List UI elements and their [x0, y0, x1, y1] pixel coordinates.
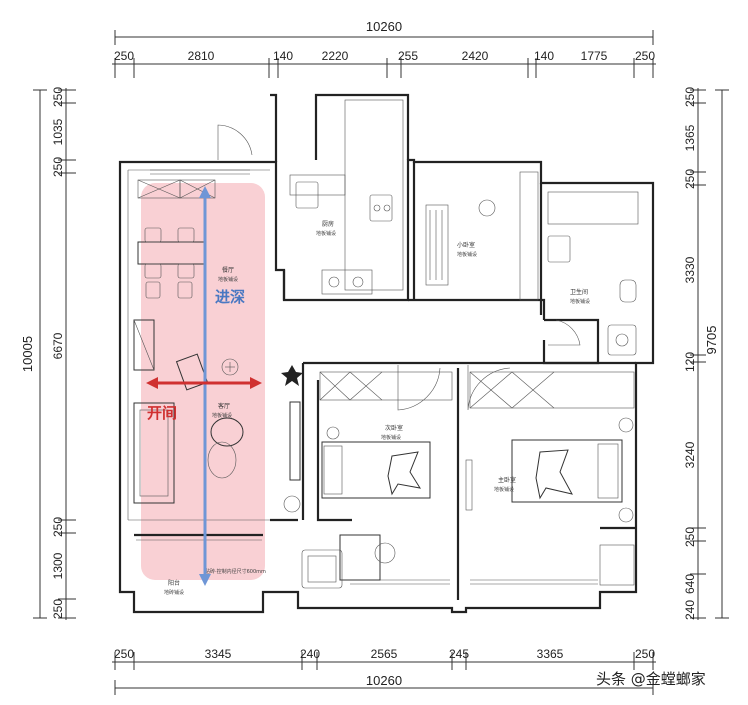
sink [369, 194, 393, 222]
top-dim-8: 250 [635, 49, 655, 63]
kitchen-name: 厨房 [322, 220, 334, 228]
depth-annotation: 进深 [199, 186, 245, 586]
bed-master [511, 439, 623, 503]
wardrobe [425, 204, 449, 286]
sofa [133, 402, 175, 504]
left-dim-1: 1035 [51, 118, 65, 145]
second-bedroom-floor: 地板铺设 [381, 434, 401, 441]
left-dim-2: 250 [51, 157, 65, 177]
bottom-dim-3: 2565 [371, 647, 398, 661]
right-dim-7: 640 [683, 574, 697, 594]
right-total-dimension: 9705 [704, 326, 719, 355]
master-bedroom: 主卧室 地板铺设 [465, 371, 635, 586]
top-total-dimension: 10260 [366, 19, 402, 34]
second-bedroom: 次卧室 地板铺设 [319, 371, 453, 581]
balcony: 阳台 地砖铺设 贴砖·控制内径尺寸600mm [164, 549, 343, 596]
top-dim-6: 140 [534, 49, 554, 63]
desk [339, 534, 381, 581]
doors [217, 124, 581, 411]
bottom-dim-5: 3365 [537, 647, 564, 661]
width-label: 开间 [147, 404, 177, 422]
right-dim-6: 250 [683, 527, 697, 547]
top-dim-0: 250 [114, 49, 134, 63]
left-dim-6: 250 [51, 599, 65, 619]
tv-cabinet [289, 401, 301, 481]
bottom-dim-4: 245 [449, 647, 469, 661]
small-bedroom-name: 小卧室 [457, 241, 475, 249]
right-dim-8: 240 [683, 600, 697, 620]
top-dim-7: 1775 [581, 49, 608, 63]
top-dimensions: 10260 250 2810 140 2220 255 2420 140 177… [112, 19, 656, 78]
kitchen-floor: 地板铺设 [316, 230, 336, 237]
bathroom: 卫生间 地板铺设 [547, 191, 639, 356]
balcony-note: 贴砖·控制内径尺寸600mm [205, 568, 266, 575]
bathroom-name: 卫生间 [570, 288, 588, 296]
dining-room-floor: 地板铺设 [218, 276, 238, 283]
plant-icon [281, 365, 303, 386]
stove [321, 269, 373, 295]
left-dimensions: 10005 250 1035 250 6670 250 1300 250 [20, 87, 76, 620]
bed-2 [321, 441, 431, 499]
bottom-dim-0: 250 [114, 647, 134, 661]
basin [547, 235, 571, 263]
top-dim-4: 255 [398, 49, 418, 63]
bottom-dim-2: 240 [300, 647, 320, 661]
right-dimensions: 250 1365 250 3330 120 3240 250 640 240 9… [683, 87, 729, 620]
bottom-dim-6: 250 [635, 647, 655, 661]
watermark: 头条 @金螳螂家 [596, 670, 706, 688]
left-dim-0: 250 [51, 87, 65, 107]
top-dim-1: 2810 [188, 49, 215, 63]
shower-basin [607, 324, 637, 356]
right-dim-3: 3330 [683, 256, 697, 283]
width-annotation: 开间 [146, 377, 262, 422]
master-bedroom-floor: 地板铺设 [494, 486, 514, 493]
right-dim-1: 1365 [683, 124, 697, 151]
balcony-floor: 地砖铺设 [164, 589, 184, 596]
small-bedroom: 小卧室 地板铺设 [425, 171, 539, 301]
living-room-floor: 地板铺设 [212, 412, 232, 419]
wardrobe-master [469, 371, 635, 409]
left-dim-4: 250 [51, 517, 65, 537]
top-dim-5: 2420 [462, 49, 489, 63]
kitchen: 厨房 地板铺设 [289, 99, 404, 295]
cabinet [133, 319, 155, 371]
second-bedroom-name: 次卧室 [385, 424, 403, 432]
fridge [295, 181, 319, 209]
pillow-2 [387, 451, 422, 496]
wardrobe-2 [319, 371, 453, 401]
bathroom-floor: 地板铺设 [570, 298, 590, 305]
dining-room-name: 餐厅 [222, 266, 234, 274]
bottom-dim-1: 3345 [205, 647, 232, 661]
pillow-master [535, 449, 573, 500]
left-total-dimension: 10005 [20, 336, 35, 372]
top-dim-3: 2220 [322, 49, 349, 63]
right-dim-2: 250 [683, 169, 697, 189]
right-dim-4: 120 [683, 352, 697, 372]
top-dim-2: 140 [273, 49, 293, 63]
bottom-dimensions: 250 3345 240 2565 245 3365 250 10260 [112, 647, 656, 695]
depth-label: 进深 [215, 288, 245, 306]
balcony-name: 阳台 [168, 579, 180, 587]
dining-chairs [144, 227, 195, 299]
armchair [175, 353, 209, 391]
right-dim-0: 250 [683, 87, 697, 107]
toilet [619, 279, 637, 303]
small-bedroom-floor: 地板铺设 [457, 251, 477, 258]
left-dim-5: 1300 [51, 552, 65, 579]
right-dim-5: 3240 [683, 441, 697, 468]
coffee-table [210, 417, 244, 447]
left-dim-3: 6670 [51, 332, 65, 359]
bottom-total-dimension: 10260 [366, 673, 402, 688]
washing-machine [301, 549, 343, 589]
living-room: 客厅 地板铺设 [133, 319, 303, 513]
master-bedroom-name: 主卧室 [498, 476, 516, 484]
living-room-name: 客厅 [218, 402, 230, 410]
walls [118, 93, 655, 614]
